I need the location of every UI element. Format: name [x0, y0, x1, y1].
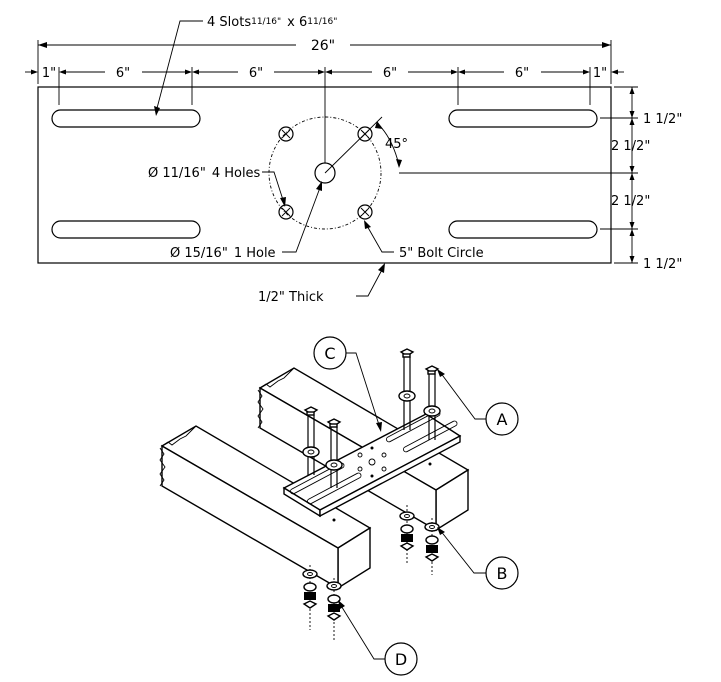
- svg-text:4 Slots11/16"x 611/16": 4 Slots11/16"x 611/16": [207, 15, 337, 30]
- spacing-4-label: 6": [515, 66, 529, 81]
- slot-top-right: [448, 109, 598, 128]
- slot-bottom-right: [448, 220, 598, 239]
- center-hole-suffix: 1 Hole: [234, 246, 276, 261]
- plate-top-view: 26": [25, 15, 682, 305]
- overall-width-dimension: 26": [37, 38, 612, 84]
- bolt-1: [398, 348, 416, 430]
- callout-d-label: D: [395, 650, 407, 669]
- slots-x: x 6: [287, 15, 307, 30]
- edge-left-label: 1": [42, 66, 56, 81]
- overall-width-label: 26": [311, 38, 335, 54]
- thickness-label: 1/2" Thick: [258, 290, 324, 305]
- dim-v-bottom-label: 1 1/2": [643, 257, 682, 272]
- spacing-3-label: 6": [383, 66, 397, 81]
- slot-bottom-left: [51, 220, 201, 239]
- bolt-hole-sw: [278, 204, 294, 220]
- angle-annotation: 45°: [324, 116, 542, 174]
- bolt-hole-se: [357, 204, 373, 220]
- bolt-circle: [268, 116, 382, 230]
- bolt-3: [302, 406, 320, 475]
- slot-top-left: [51, 109, 201, 128]
- spacing-dimensions: 1" 6" 6" 6" 6" 1": [25, 66, 624, 105]
- spacing-1-label: 6": [116, 66, 130, 81]
- callout-b-label: B: [497, 564, 508, 583]
- callout-c-label: C: [324, 344, 335, 363]
- callout-a: A: [437, 369, 519, 436]
- center-hole-callout: Ø 15/16" 1 Hole: [170, 181, 322, 261]
- holes-label-prefix: Ø 11/16": [148, 166, 206, 181]
- hardware-below-right: [399, 505, 440, 575]
- callout-b: B: [437, 527, 519, 590]
- dim-v-mid-top-label: 2 1/2": [611, 139, 650, 154]
- hardware-below-left: [302, 565, 342, 640]
- thickness-callout: 1/2" Thick: [258, 263, 385, 305]
- bolts-top: [302, 348, 441, 488]
- slots-width: 11/16": [251, 17, 281, 27]
- edge-right-label: 1": [593, 66, 607, 81]
- assembly-view: C A B D: [159, 336, 519, 676]
- slots-length-frac: 11/16": [307, 17, 337, 27]
- bolt-hole-nw: [278, 126, 294, 142]
- slots-callout: 4 Slots11/16"x 611/16": [154, 15, 337, 116]
- bolt-circle-callout: 5" Bolt Circle: [364, 220, 484, 261]
- bolt-circle-label: 5" Bolt Circle: [399, 246, 484, 261]
- callout-a-label: A: [497, 410, 508, 429]
- beam-front: [159, 425, 372, 590]
- plate-iso: [282, 410, 462, 522]
- dim-v-top-label: 1 1/2": [643, 112, 682, 127]
- bolt-hole-ne: [357, 126, 373, 142]
- dim-v-mid-bottom-label: 2 1/2": [611, 194, 650, 209]
- bolt-4: [325, 418, 343, 488]
- center-hole-prefix: Ø 15/16": [170, 246, 228, 261]
- vertical-dimensions: 1 1/2" 2 1/2" 2 1/2" 1 1/2": [400, 86, 682, 272]
- plate-outline: [37, 86, 612, 264]
- svg-text:Ø 11/16"4 Holes: Ø 11/16" 4 Holes: [148, 166, 261, 181]
- slots-label-prefix: 4 Slots: [207, 15, 251, 30]
- callout-c: C: [313, 336, 382, 432]
- holes-label-suffix: 4 Holes: [212, 166, 261, 181]
- holes-callout: Ø 11/16" 4 Holes: [148, 166, 286, 207]
- svg-text:Ø 15/16"1 Hole: Ø 15/16" 1 Hole: [170, 246, 276, 261]
- spacing-2-label: 6": [249, 66, 263, 81]
- angle-label: 45°: [385, 137, 408, 152]
- bolt-2: [423, 365, 441, 440]
- callout-d: D: [338, 600, 418, 676]
